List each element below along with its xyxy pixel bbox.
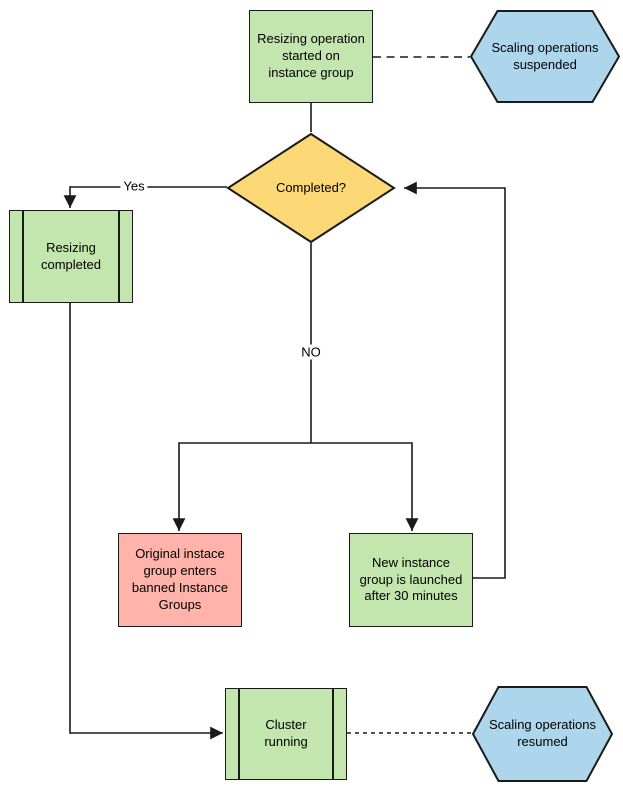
node-resizing-completed-label: Resizing completed	[41, 239, 101, 272]
node-resizing-started-label: Resizing operation started on instance g…	[257, 31, 365, 80]
hexagon-shape	[471, 686, 614, 782]
node-scaling-resumed-label: Scaling operations resumed	[489, 717, 596, 749]
node-scaling-resumed: Scaling operations resumed	[471, 686, 614, 782]
edge-label-yes: Yes	[120, 178, 148, 194]
connector-new-group-to-decision	[404, 181, 506, 579]
connector-yes	[63, 186, 227, 208]
node-resizing-completed: Resizing completed	[9, 210, 133, 303]
connector-resizing-to-cluster	[69, 303, 223, 740]
node-scaling-suspended-label: Scaling operations suspended	[491, 39, 599, 72]
node-scaling-suspended: Scaling operations suspended	[469, 10, 621, 103]
node-completed-decision-label: Completed?	[275, 179, 347, 195]
connector-no-to-banned	[172, 442, 311, 531]
node-new-instance-group: New instance group is launched after 30 …	[349, 533, 473, 627]
node-resizing-started: Resizing operation started on instance g…	[249, 10, 373, 103]
node-new-instance-group-label: New instance group is launched after 30 …	[359, 554, 463, 604]
predefined-bar-left	[238, 689, 240, 779]
connector-no-to-new-group	[311, 442, 419, 531]
predefined-bar-left	[22, 211, 24, 302]
node-completed-decision: Completed?	[226, 132, 396, 244]
predefined-bar-right	[332, 689, 334, 779]
node-banned-instance-groups-label: Original instace group enters banned Ins…	[131, 546, 229, 612]
predefined-bar-right	[118, 211, 120, 302]
hexagon-shape	[469, 10, 621, 103]
edge-label-no: NO	[298, 344, 324, 360]
node-cluster-running: Cluster running	[225, 688, 347, 780]
node-cluster-running-label: Cluster running	[264, 717, 308, 749]
node-banned-instance-groups: Original instace group enters banned Ins…	[118, 533, 242, 627]
diamond-shape	[226, 132, 396, 244]
